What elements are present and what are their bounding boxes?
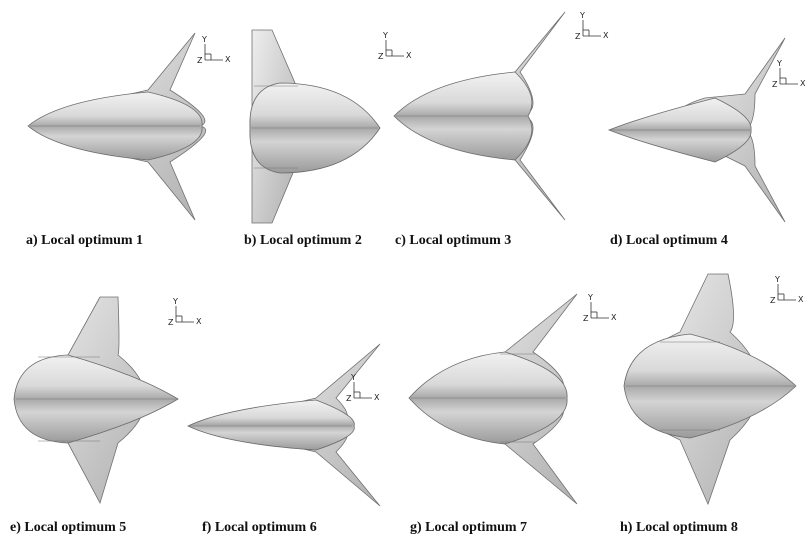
axis-x-label: X (374, 393, 380, 402)
axis-triad-c: Y X Z (575, 12, 615, 46)
axis-y-label: Y (588, 293, 593, 302)
aircraft-shape-g (408, 293, 578, 505)
axis-lines (204, 44, 223, 61)
aircraft-shape-c (393, 11, 566, 221)
axis-triad-g: Y X Z (583, 294, 623, 328)
axis-lines (353, 382, 372, 399)
axis-lines (582, 20, 601, 37)
axis-x-label: X (406, 51, 412, 60)
axis-x-label: X (196, 317, 202, 326)
axis-z-label: Z (770, 296, 776, 305)
aircraft-shape-h (623, 273, 797, 506)
caption-c: c) Local optimum 3 (395, 233, 512, 248)
panel-e (8, 295, 193, 507)
panel-a (20, 30, 240, 230)
axis-triad-e: Y X Z (168, 298, 208, 332)
axis-x-label: X (798, 295, 804, 304)
caption-e: e) Local optimum 5 (10, 520, 127, 535)
axis-triad-f: Y X Z (346, 374, 386, 408)
caption-g: g) Local optimum 7 (410, 520, 528, 535)
caption-d: d) Local optimum 4 (610, 233, 728, 248)
aircraft-shape-b (249, 29, 381, 224)
axis-x-label: X (225, 55, 231, 64)
aircraft-shape-e (13, 296, 179, 505)
axis-z-label: Z (583, 314, 589, 323)
axis-x-label: X (603, 31, 609, 40)
aircraft-shape-d (607, 37, 786, 223)
axis-z-label: Z (772, 80, 778, 89)
panel-f (186, 340, 386, 510)
aircraft-shape-a (27, 32, 206, 221)
axis-lines (385, 40, 404, 57)
axis-z-label: Z (197, 56, 203, 65)
axis-lines (590, 302, 609, 319)
caption-h: h) Local optimum 8 (620, 520, 738, 535)
axis-triad-b: Y X Z (378, 32, 418, 66)
axis-y-label: Y (775, 275, 780, 284)
aircraft-shape-f (187, 343, 381, 507)
axis-z-label: Z (346, 394, 352, 403)
axis-y-label: Y (202, 35, 207, 44)
axis-z-label: Z (168, 318, 174, 327)
axis-triad-a: Y X Z (197, 36, 237, 70)
panel-d (605, 36, 790, 226)
caption-f: f) Local optimum 6 (202, 520, 317, 535)
axis-y-label: Y (383, 31, 388, 40)
panel-h (620, 272, 800, 508)
axis-y-label: Y (351, 373, 356, 382)
axis-lines (779, 68, 798, 85)
axis-lines (777, 284, 796, 301)
axis-y-label: Y (173, 297, 178, 306)
axis-triad-d: Y X Z (772, 60, 808, 94)
panel-c (390, 10, 570, 225)
axis-z-label: Z (378, 52, 384, 61)
axis-triad-h: Y X Z (770, 276, 808, 310)
axis-y-label: Y (777, 59, 782, 68)
axis-x-label: X (611, 313, 617, 322)
panel-b (240, 28, 390, 228)
caption-b: b) Local optimum 2 (244, 233, 362, 248)
axis-x-label: X (800, 79, 806, 88)
panel-g (405, 292, 585, 510)
axis-z-label: Z (575, 32, 581, 41)
axis-y-label: Y (580, 11, 585, 20)
axis-lines (175, 306, 194, 323)
caption-a: a) Local optimum 1 (26, 233, 144, 248)
